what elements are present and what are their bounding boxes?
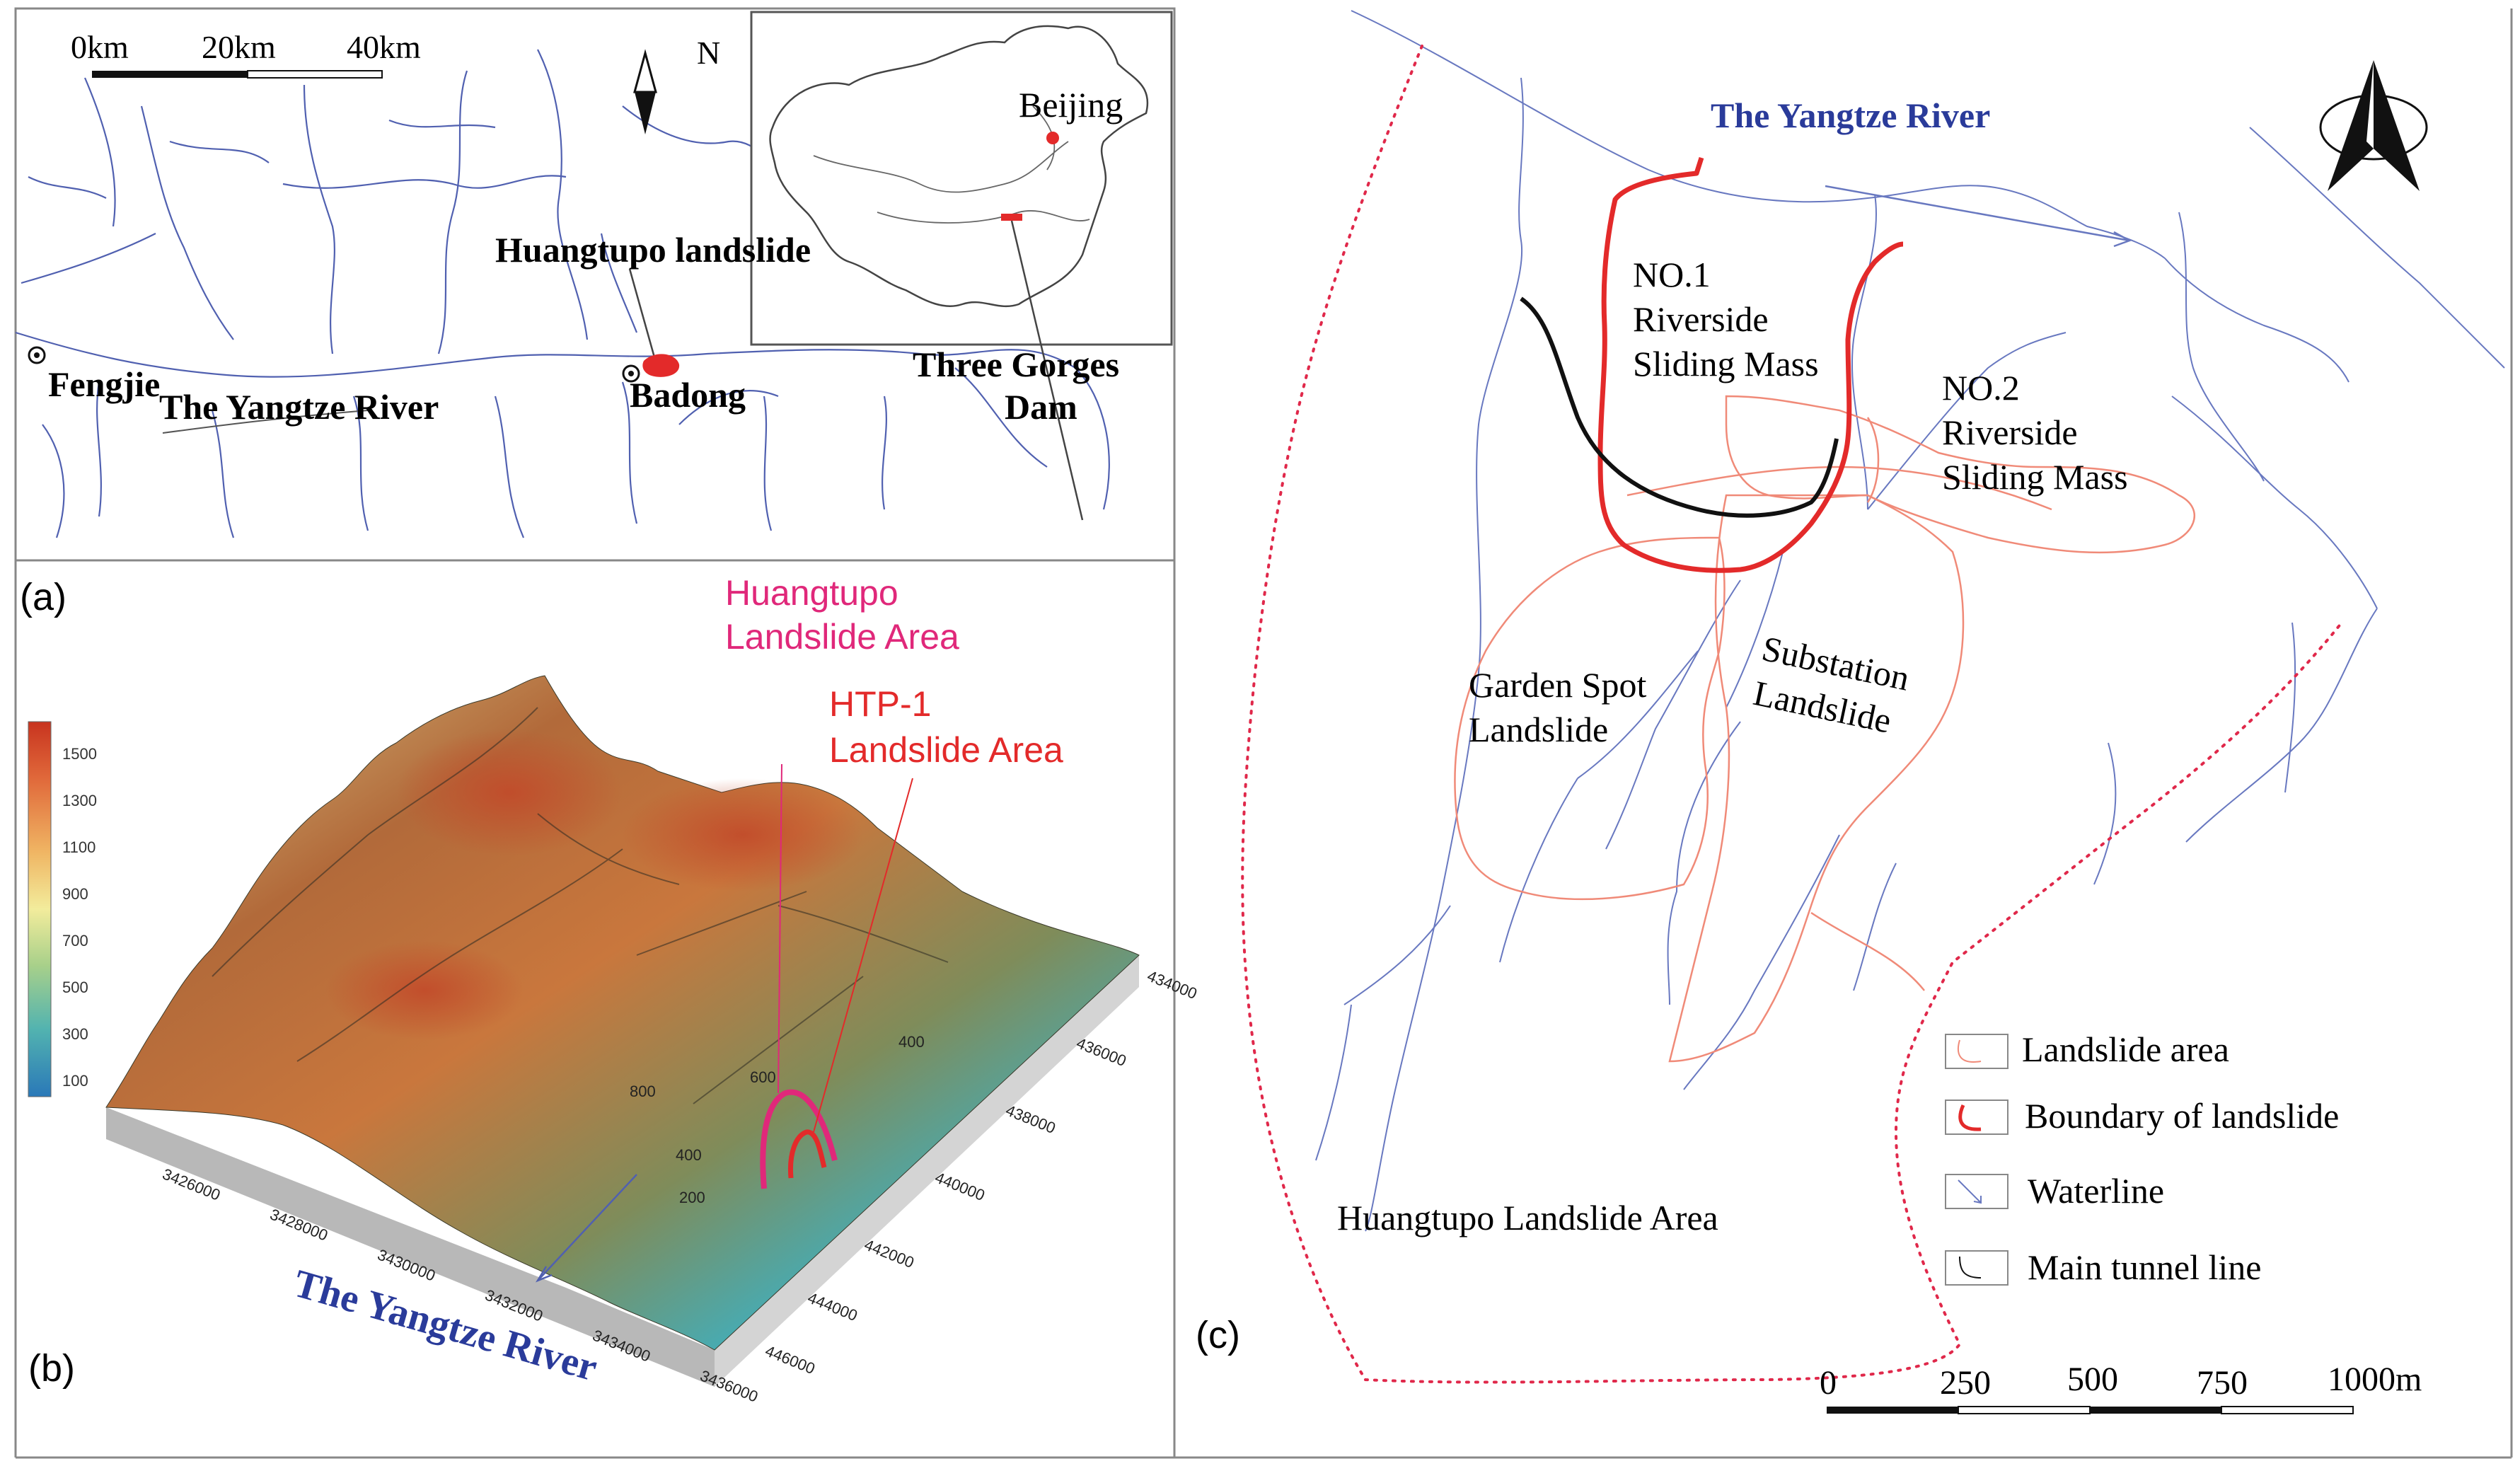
scale-c-500: 500 <box>2067 1361 2118 1398</box>
huangtupo-area-label-2: Landslide Area <box>725 617 959 657</box>
no1-boundary <box>1597 156 1904 573</box>
colorbar-tick: 700 <box>62 932 88 950</box>
area-label-c: Huangtupo Landslide Area <box>1337 1198 1718 1237</box>
legend-label: Landslide area <box>2022 1029 2229 1069</box>
dam-label-line2: Dam <box>1005 387 1077 427</box>
fengjie-marker <box>28 346 46 364</box>
colorbar-tick: 1300 <box>62 792 97 809</box>
scale-c-250: 250 <box>1940 1364 1991 1402</box>
panel-c-waterlines <box>1315 10 2505 1232</box>
contour-label: 800 <box>630 1083 656 1100</box>
study-area-marker <box>1001 214 1022 221</box>
badong-marker <box>622 364 640 383</box>
legend-label: Boundary of landslide <box>2025 1096 2339 1136</box>
panel-c-scale-bar: 0 250 500 750 1000m <box>1820 1361 2422 1414</box>
colorbar-tick: 100 <box>62 1072 88 1090</box>
no1-label-2: Riverside <box>1633 299 1769 339</box>
huangtupo-area-outline <box>760 1089 838 1189</box>
main-tunnel-line <box>1520 296 1839 518</box>
panel-b-label: (b) <box>28 1347 75 1390</box>
panel-a-rivers <box>15 49 1110 538</box>
panel-c-map: The Yangtze River NO.1 Riverside Sliding… <box>1196 10 2505 1414</box>
china-outline <box>769 25 1149 308</box>
legend-item-waterline: Waterline <box>1945 1171 2164 1211</box>
north-arrow-icon: N <box>633 35 720 134</box>
scale-label-0: 0km <box>71 29 129 65</box>
panel-frames <box>14 7 2513 1459</box>
no1-label-3: Sliding Mass <box>1633 344 1819 383</box>
scale-c-1000m: 1000m <box>2328 1361 2422 1398</box>
yangtze-label-c: The Yangtze River <box>1711 96 1990 135</box>
garden-spot-landslide-area <box>1454 536 1726 901</box>
y-tick: 440000 <box>932 1168 987 1204</box>
inset-beijing-label: Beijing <box>1019 85 1123 125</box>
panel-b-dem: 1500 1300 1100 900 700 500 300 100 800 <box>28 573 1200 1406</box>
panel-a-label: (a) <box>20 576 67 618</box>
elevation-colorbar <box>28 721 52 1097</box>
colorbar-tick: 1500 <box>62 745 97 763</box>
htp1-area-label-1: HTP-1 <box>829 684 931 724</box>
colorbar-tick: 1100 <box>62 838 96 856</box>
inset-china-map: Beijing <box>750 11 1173 346</box>
yangtze-label-a: The Yangtze River <box>159 387 439 427</box>
y-tick: 444000 <box>805 1288 860 1324</box>
yangtze-highlight-a <box>162 410 369 434</box>
no2-label-2: Riverside <box>1942 412 2078 452</box>
htp1-area-outline <box>787 1129 827 1179</box>
y-tick: 442000 <box>862 1235 916 1271</box>
panel-c-legend: Landslide area Boundary of landslide Wat… <box>1945 1029 2339 1287</box>
north-label: N <box>697 35 720 71</box>
panel-a-map: 0km 20km 40km N Beijing <box>15 11 1173 618</box>
colorbar-tick: 300 <box>62 1025 88 1043</box>
y-tick: 438000 <box>1003 1101 1058 1137</box>
fengjie-label: Fengjie <box>48 364 160 404</box>
huangtupo-label: Huangtupo landslide <box>495 230 811 270</box>
huangtupo-landslide-marker <box>642 354 680 377</box>
dam-label-line1: Three Gorges <box>913 345 1119 384</box>
htp1-area-label-2: Landslide Area <box>829 730 1063 770</box>
terrain-block-side <box>715 955 1139 1387</box>
garden-label-1: Garden Spot <box>1469 665 1646 705</box>
compass-icon <box>2319 60 2428 191</box>
scale-c-750: 750 <box>2197 1364 2248 1402</box>
yangtze-label-b: The Yangtze River <box>289 1262 602 1390</box>
scale-c-0: 0 <box>1820 1364 1837 1402</box>
terrain-surface <box>105 675 1140 1351</box>
contour-label: 400 <box>676 1146 702 1164</box>
substation-landslide-area <box>1668 494 1965 1063</box>
terrain-block-front <box>106 1107 715 1387</box>
no1-label-1: NO.1 <box>1633 255 1711 294</box>
panel-c-label: (c) <box>1196 1314 1240 1356</box>
no2-label-3: Sliding Mass <box>1942 457 2128 497</box>
scale-label-40: 40km <box>347 29 421 65</box>
y-tick: 436000 <box>1074 1034 1128 1070</box>
beijing-marker <box>1046 132 1059 144</box>
y-tick: 434000 <box>1145 966 1199 1003</box>
legend-item-landslide-area: Landslide area <box>1945 1029 2229 1069</box>
badong-label: Badong <box>630 375 746 415</box>
colorbar-tick: 900 <box>62 885 88 903</box>
colorbar-tick: 500 <box>62 979 88 996</box>
legend-label: Waterline <box>2028 1171 2164 1211</box>
contour-label: 400 <box>898 1033 925 1051</box>
contour-label: 600 <box>750 1068 776 1086</box>
y-tick: 446000 <box>763 1341 817 1378</box>
scale-label-20: 20km <box>202 29 276 65</box>
no2-label-1: NO.2 <box>1942 368 2020 408</box>
legend-item-boundary: Boundary of landslide <box>1945 1096 2339 1136</box>
huangtupo-area-label-1: Huangtupo <box>725 573 898 613</box>
garden-label-2: Landslide <box>1469 710 1608 749</box>
legend-label: Main tunnel line <box>2028 1247 2262 1287</box>
contour-label: 200 <box>679 1189 705 1206</box>
legend-item-tunnel: Main tunnel line <box>1945 1247 2262 1287</box>
panel-a-scale-bar: 0km 20km 40km <box>71 29 421 79</box>
